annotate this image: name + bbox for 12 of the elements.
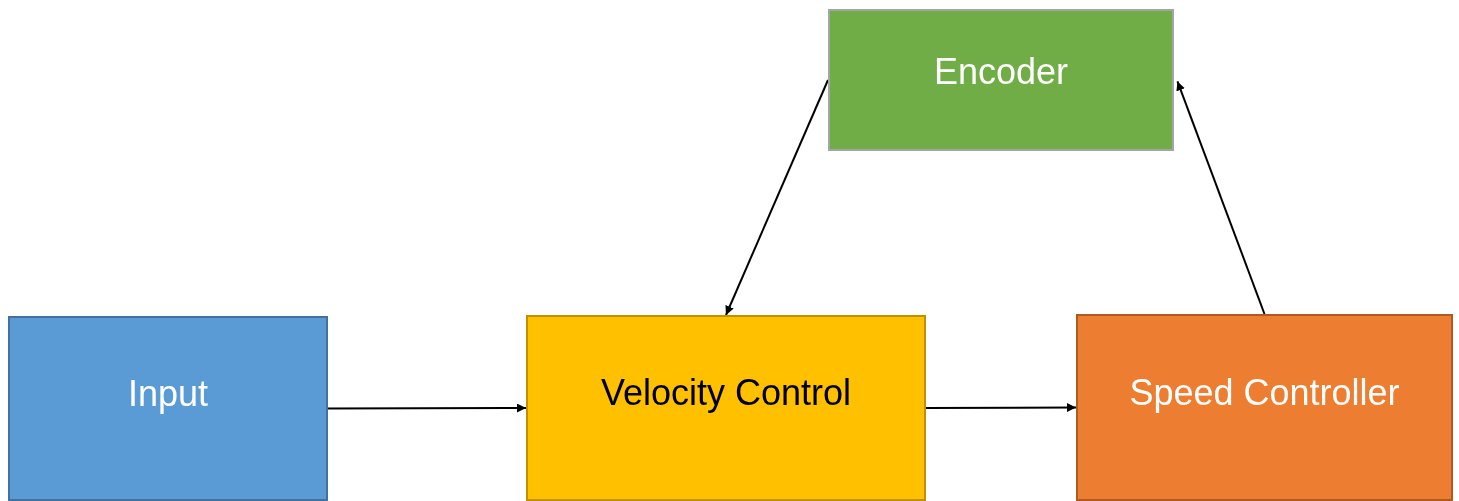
process-box (1076, 314, 1453, 501)
process-box (526, 315, 926, 501)
arrow (1176, 80, 1266, 315)
process-box (828, 9, 1174, 151)
arrow (725, 79, 829, 316)
box-label: Input (127, 373, 209, 414)
box-label: Encoder (933, 52, 1069, 92)
box-label: Velocity Control (600, 373, 852, 413)
arrow (327, 403, 527, 413)
process-box (8, 316, 328, 501)
box-label: Speed Controller (1129, 372, 1400, 413)
arrow (925, 403, 1077, 413)
